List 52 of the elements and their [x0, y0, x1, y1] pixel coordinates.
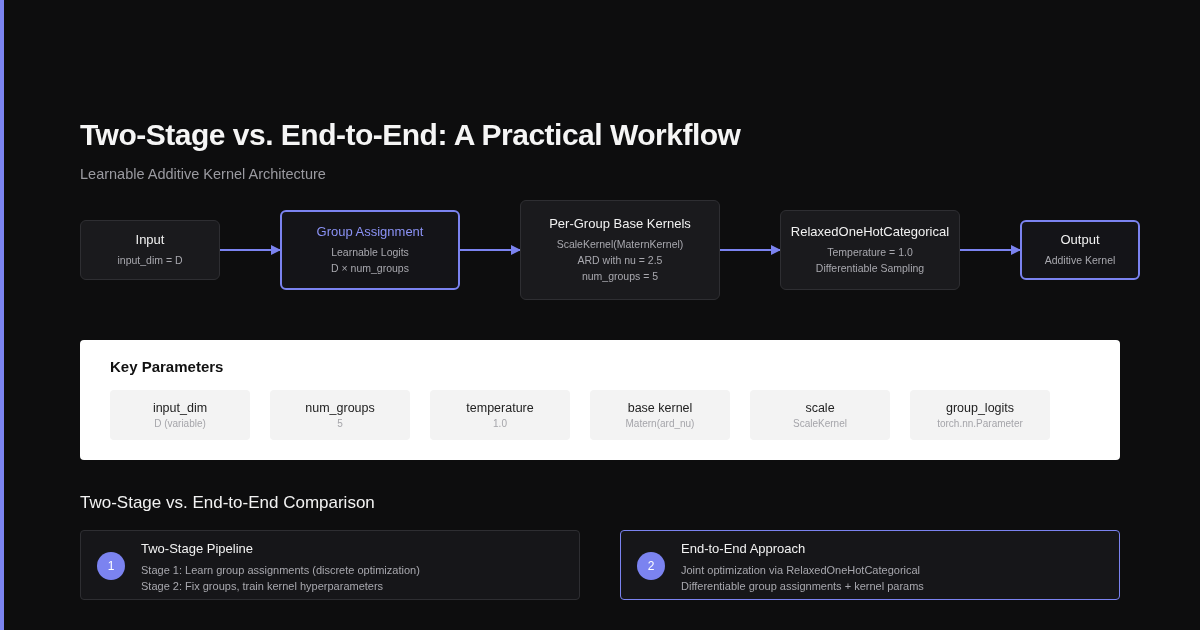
- box-title: Output: [1060, 232, 1100, 247]
- box-detail: Learnable Logits: [331, 245, 409, 260]
- panel-heading: Key Parameters: [110, 358, 224, 375]
- box-detail: ARD with nu = 2.5: [577, 253, 663, 268]
- box-title: Input: [135, 232, 165, 247]
- card-description: Stage 2: Fix groups, train kernel hyperparameters: [141, 580, 384, 592]
- parameter-value: ScaleKernel: [793, 418, 847, 429]
- parameters-panel: [80, 340, 1120, 460]
- comparison-card: [80, 530, 580, 600]
- step-number: 1: [107, 559, 115, 573]
- parameter-value: torch.nn.Parameter: [937, 418, 1023, 429]
- comparison-card: [620, 530, 1120, 600]
- number-badge: [637, 552, 665, 580]
- parameter-name: num_groups: [305, 401, 375, 415]
- parameter-value: Matern(ard_nu): [625, 418, 695, 429]
- box-detail: D × num_groups: [331, 261, 409, 276]
- card-title: End-to-End Approach: [681, 541, 806, 556]
- box-title: RelaxedOneHotCategorical: [790, 224, 950, 239]
- box-detail: ScaleKernel(MaternKernel): [556, 237, 684, 252]
- process-box: [520, 200, 720, 300]
- arrow: [219, 245, 281, 255]
- process-box: [780, 210, 960, 290]
- section-heading: Two-Stage vs. End-to-End Comparison: [80, 493, 375, 513]
- box-title: Group Assignment: [316, 224, 424, 239]
- parameter-name: base kernel: [627, 401, 693, 415]
- card-description: Joint optimization via RelaxedOneHotCategorical: [681, 564, 921, 576]
- card-description: Stage 1: Learn group assignments (discrete optimization): [141, 564, 420, 576]
- title: Two-Stage vs. End-to-End: A Practical Workflow: [80, 118, 741, 152]
- process-box: [80, 220, 220, 280]
- arrow: [959, 245, 1021, 255]
- box-title: Per-Group Base Kernels: [549, 216, 691, 231]
- card-title: Two-Stage Pipeline: [141, 541, 253, 556]
- number-badge: [97, 552, 125, 580]
- parameter-value: 5: [337, 418, 343, 429]
- parameter-name: input_dim: [152, 401, 208, 415]
- card-description: Differentiable group assignments + kernel params: [681, 580, 924, 592]
- box-detail: num_groups = 5: [581, 269, 659, 284]
- box-detail: Differentiable Sampling: [815, 261, 925, 276]
- box-detail: input_dim = D: [117, 253, 183, 268]
- arrow: [719, 245, 781, 255]
- process-box: [1020, 220, 1140, 280]
- arrow: [459, 245, 521, 255]
- parameter-name: scale: [805, 401, 835, 415]
- parameter-name: temperature: [466, 401, 534, 415]
- box-detail: Temperature = 1.0: [827, 245, 913, 260]
- parameter-value: D (variable): [154, 418, 206, 429]
- step-number: 2: [647, 559, 655, 573]
- subtitle: Learnable Additive Kernel Architecture: [80, 166, 326, 182]
- box-detail: Additive Kernel: [1044, 253, 1116, 268]
- parameter-value: 1.0: [493, 418, 507, 429]
- parameter-name: group_logits: [945, 401, 1015, 415]
- process-box: [280, 210, 460, 290]
